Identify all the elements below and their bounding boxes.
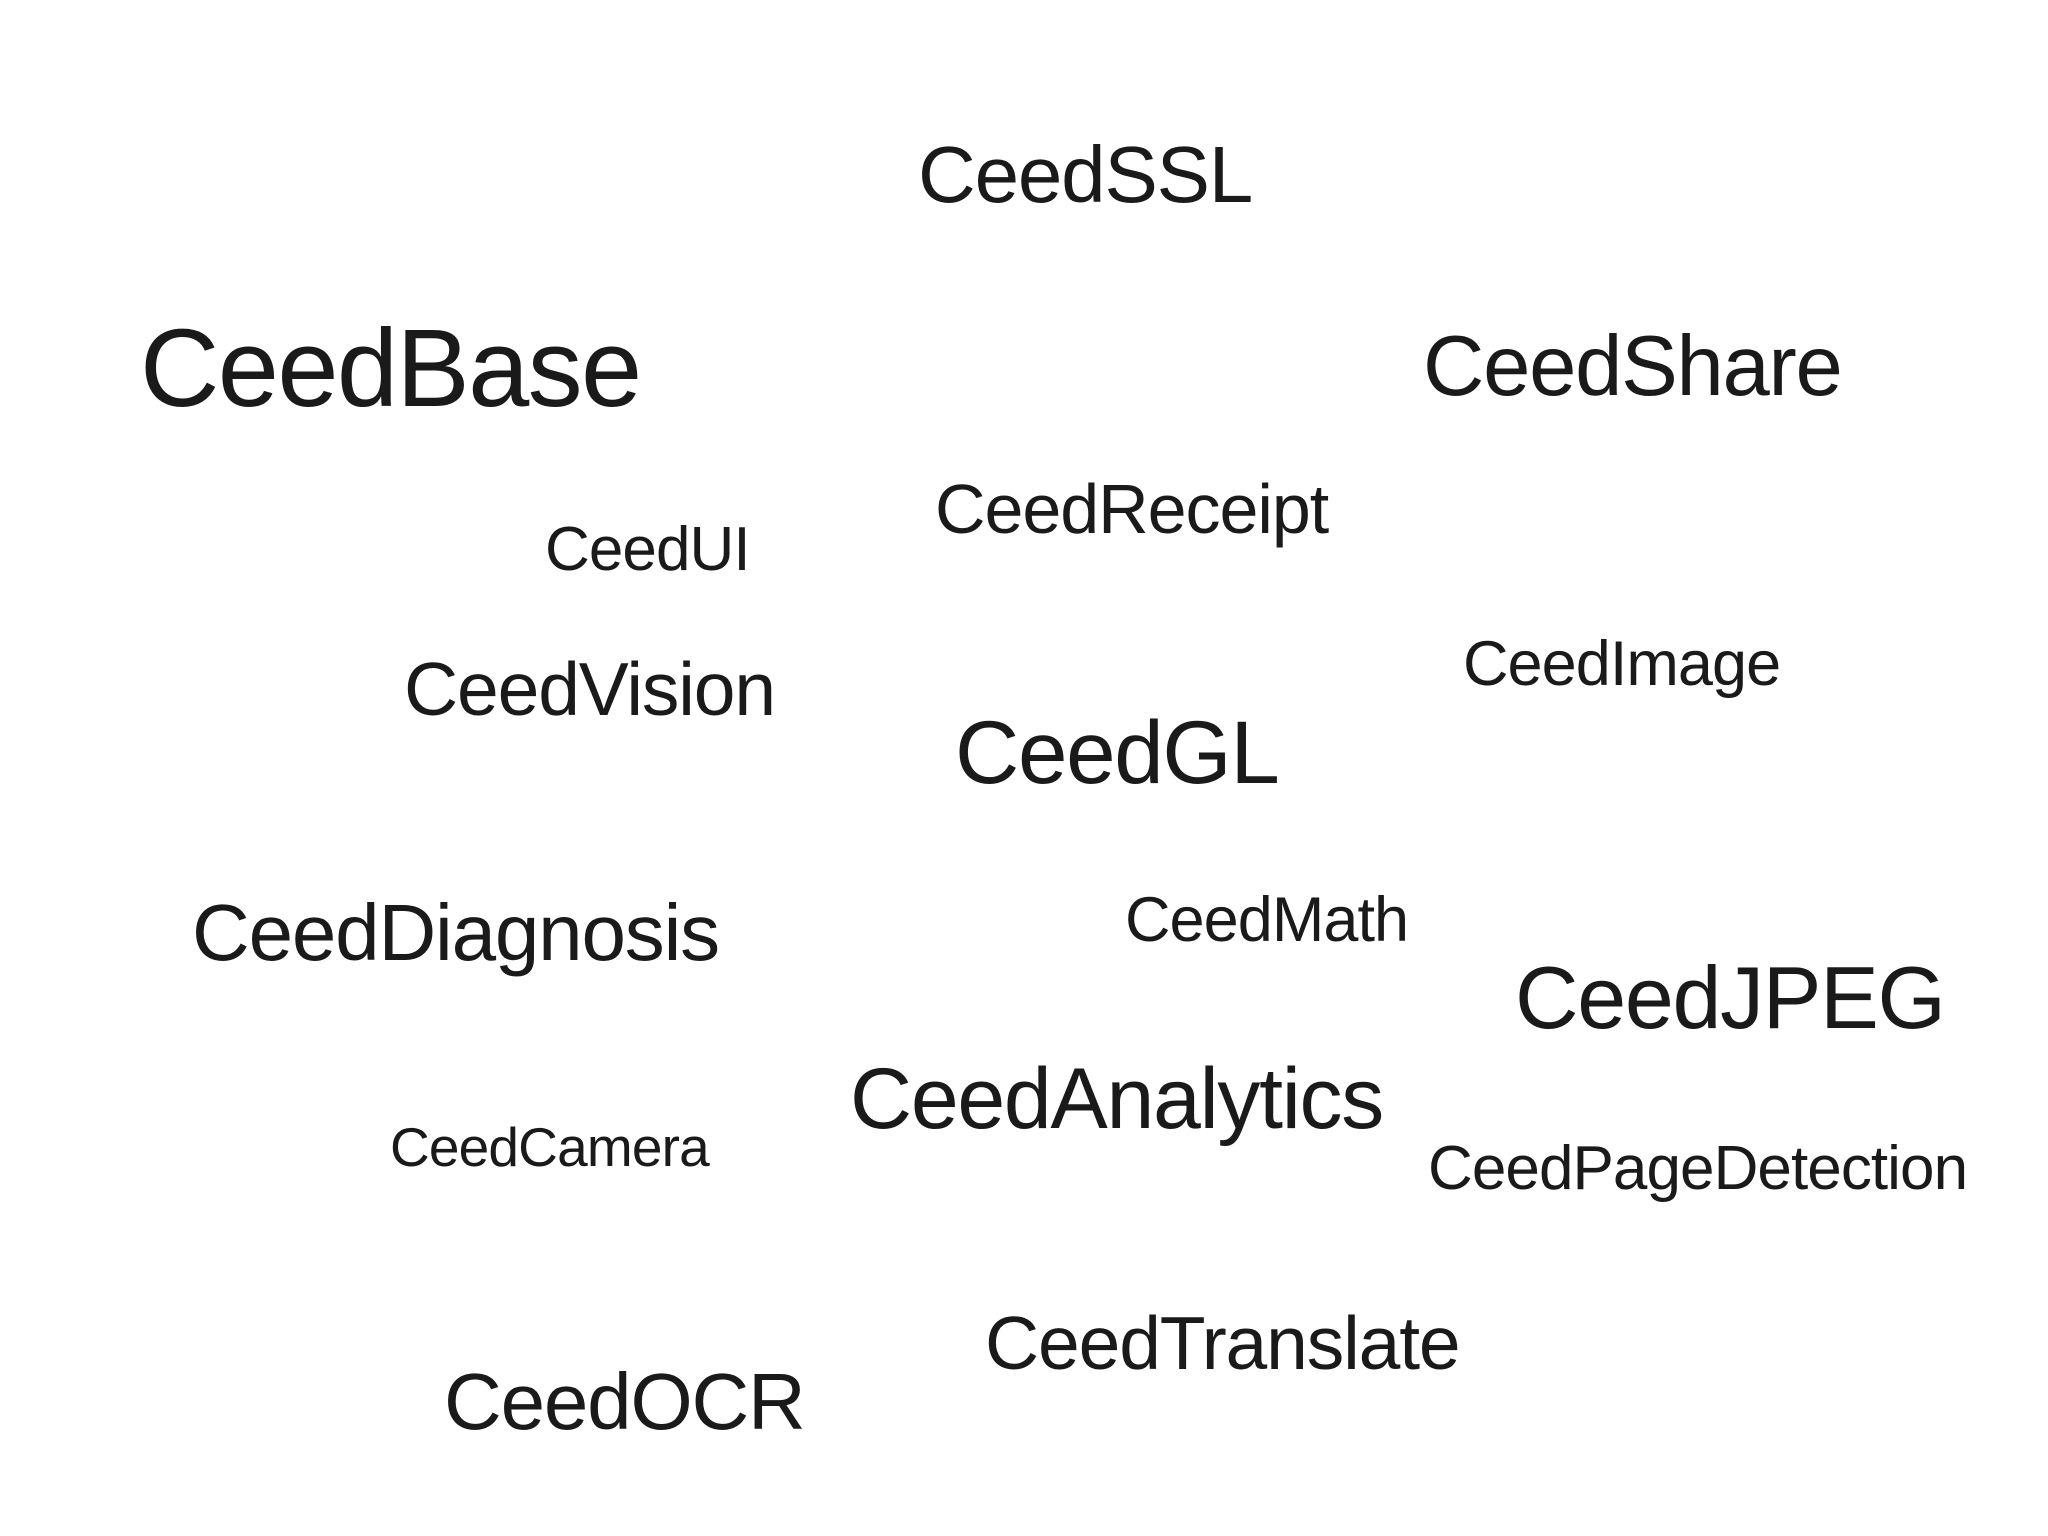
module-label-ceedssl: CeedSSL [918,130,1253,219]
module-label-ceedshare: CeedShare [1423,319,1843,414]
module-label-ceedtranslate: CeedTranslate [985,1301,1461,1385]
module-label-ceedimage: CeedImage [1463,629,1781,699]
module-label-ceedgl: CeedGL [955,702,1280,802]
module-label-ceedbase: CeedBase [140,307,642,430]
module-label-ceeddiagnosis: CeedDiagnosis [192,888,720,977]
module-label-ceedreceipt: CeedReceipt [935,470,1329,548]
module-label-ceedcamera: CeedCamera [390,1116,710,1178]
module-label-ceedpagedetection: CeedPageDetection [1428,1134,1968,1203]
module-label-ceedmath: CeedMath [1125,885,1409,955]
module-label-ceedvision: CeedVision [404,647,776,731]
module-label-ceedocr: CeedOCR [444,1357,806,1446]
module-label-ceedanalytics: CeedAnalytics [850,1051,1384,1147]
module-label-ceedjpeg: CeedJPEG [1515,948,1946,1047]
module-label-ceedui: CeedUI [545,515,751,584]
